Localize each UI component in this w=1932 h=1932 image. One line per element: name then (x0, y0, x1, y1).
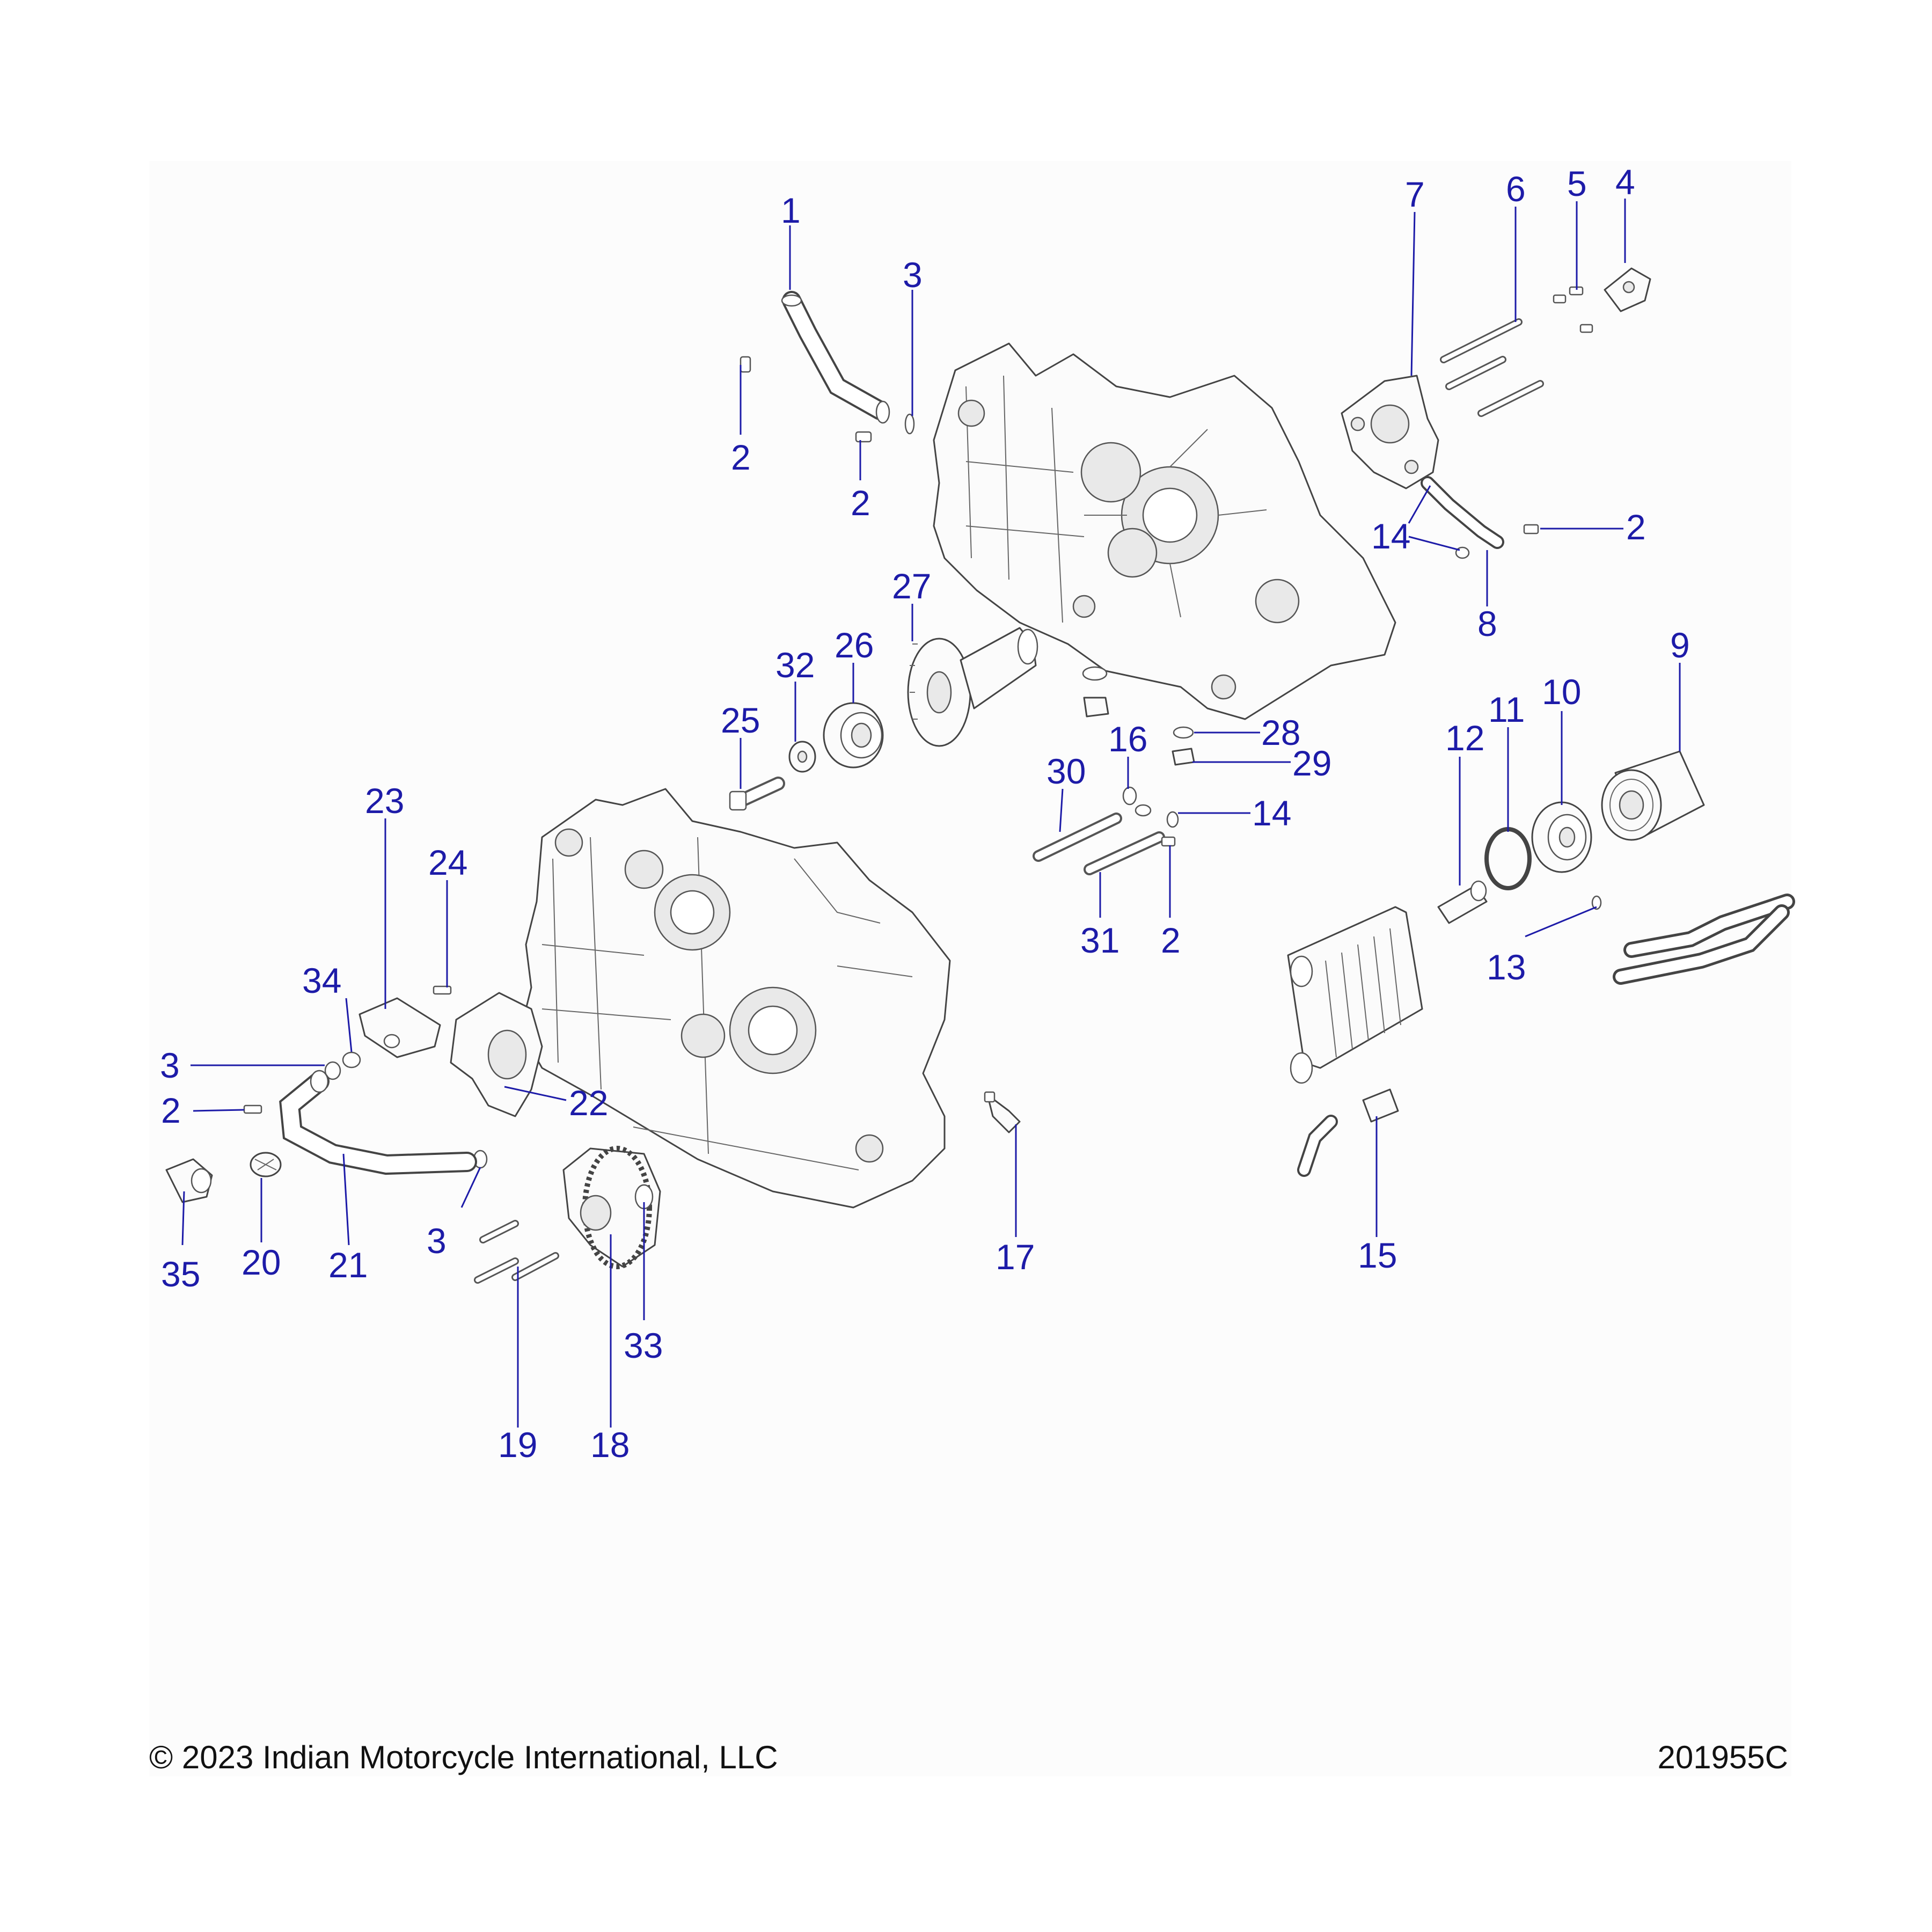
plug-35 (165, 1158, 213, 1203)
callout-label: 31 (1080, 920, 1119, 960)
callout-label: 7 (1405, 174, 1425, 214)
oil-cooler (1287, 906, 1423, 1084)
callout-label: 2 (731, 437, 751, 477)
callout-label: 1 (781, 191, 801, 230)
bearing-26 (823, 702, 884, 769)
hose-fitting-15 (1297, 1088, 1399, 1177)
callout-label: 13 (1487, 947, 1526, 987)
o-ring-3-a (904, 413, 915, 435)
callout-label: 14 (1371, 516, 1410, 556)
callout-label: 11 (1488, 690, 1525, 729)
oil-pump-cover (1341, 375, 1439, 489)
callout-label: 29 (1292, 743, 1331, 783)
callout-label: 24 (428, 843, 467, 882)
bolt-25 (729, 777, 785, 811)
callout-label: 19 (498, 1425, 537, 1465)
callout-label: 2 (1626, 507, 1646, 547)
callout-label: 20 (241, 1242, 281, 1282)
cover-23 (358, 997, 441, 1058)
small-bolts-5 (1553, 286, 1593, 333)
drain-plug-29 (1082, 666, 1195, 766)
callout-label: 26 (835, 625, 874, 665)
baffle-plate-22 (450, 992, 543, 1117)
bolt-24 (433, 985, 452, 995)
callout-label: 23 (365, 781, 404, 821)
filter-adapter-10 (1531, 801, 1592, 873)
callout-label: 33 (624, 1326, 663, 1365)
callout-label: 9 (1670, 625, 1690, 665)
callout-label: 2 (1161, 920, 1181, 960)
callout-label: 3 (427, 1221, 447, 1261)
callout-label: 4 (1615, 162, 1635, 202)
callout-label: 3 (160, 1045, 180, 1085)
callout-label: 16 (1108, 719, 1147, 759)
callout-label: 22 (569, 1083, 608, 1123)
o-ring-3-b (324, 1061, 341, 1080)
callout-label: 10 (1542, 672, 1581, 712)
callout-label: 12 (1445, 718, 1484, 758)
idler-gear-shaft (907, 627, 1038, 747)
drawing-number: 201955C (1657, 1739, 1788, 1775)
oil-line-13 (1591, 894, 1795, 985)
sensor-17 (984, 1091, 1021, 1133)
leader-lines (181, 199, 1681, 1428)
callout-label: 28 (1261, 713, 1300, 752)
bolt-2-b (855, 431, 872, 443)
callout-label: 18 (590, 1425, 630, 1465)
bolt-2-e (243, 1104, 262, 1114)
callout-label: 2 (851, 483, 870, 523)
callout-label: 5 (1567, 164, 1587, 203)
oil-tube-lower-21 (279, 1070, 477, 1175)
callout-label: 2 (161, 1091, 181, 1130)
oil-pump-gear-18 (562, 1146, 661, 1269)
fitting-12 (1437, 880, 1488, 924)
bracket-4 (1604, 267, 1651, 312)
oil-filter-9 (1601, 750, 1705, 841)
crankcase-right-half (933, 342, 1396, 720)
callout-label: 8 (1477, 604, 1497, 643)
callout-label: 27 (892, 566, 931, 606)
callout-label: 25 (721, 700, 760, 740)
callout-label: 17 (996, 1237, 1035, 1277)
callout-label: 6 (1506, 169, 1526, 209)
callout-label: 15 (1358, 1235, 1397, 1275)
callout-label: 14 (1252, 793, 1291, 833)
callout-labels: 1 2 2 3 7 6 5 4 14 2 8 27 26 32 25 28 29… (160, 162, 1690, 1465)
plug-20 (250, 1152, 282, 1177)
bolt-2-a (740, 356, 751, 373)
long-bolts-19 (474, 1220, 559, 1284)
oil-tube-upper (781, 291, 890, 424)
callout-label: 34 (302, 961, 341, 1000)
callout-label: 32 (775, 645, 815, 685)
crankcase-left-half (519, 788, 951, 1209)
pins-30-31 (1033, 786, 1179, 875)
o-ring-34 (342, 1051, 361, 1069)
bolt-2-c (1523, 524, 1539, 535)
copyright-notice: © 2023 Indian Motorcycle International, … (149, 1739, 778, 1775)
callout-label: 35 (161, 1254, 200, 1294)
callout-label: 30 (1046, 751, 1086, 791)
callout-label: 21 (328, 1245, 368, 1285)
callout-label: 3 (903, 255, 923, 295)
washer-32 (788, 741, 816, 773)
long-bolts-6 (1440, 318, 1544, 417)
